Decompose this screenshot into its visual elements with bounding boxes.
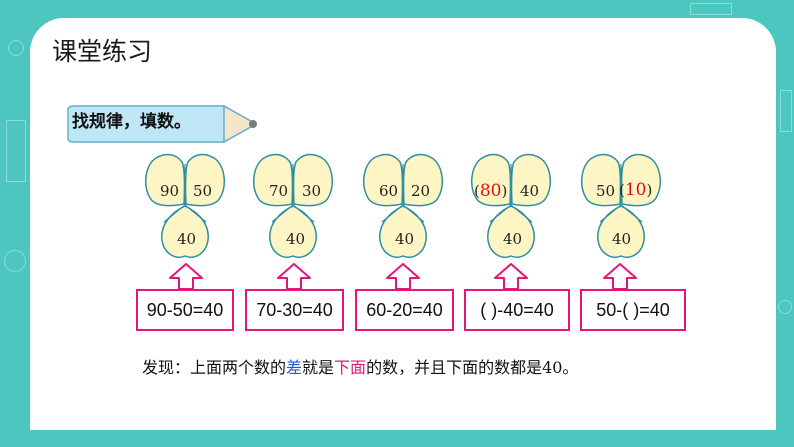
up-arrow-icon [494, 263, 528, 290]
up-arrow-icon [386, 263, 420, 290]
up-arrow-icon [603, 263, 637, 290]
bg-decoration [690, 3, 732, 15]
up-arrow-icon [277, 263, 311, 290]
clover-4-right-number: 40 [520, 182, 540, 200]
clover-3-bottom-number: 40 [395, 230, 415, 248]
clover-4-answer-value: 80 [479, 181, 502, 201]
clover-4-bottom-number: 40 [503, 230, 523, 248]
clover-5-left-number: 50 [596, 182, 616, 200]
up-arrow-icon [169, 263, 203, 290]
clover-2-right-number: 30 [302, 182, 322, 200]
clover-1-bottom-number: 40 [177, 230, 197, 248]
pencil-tag [67, 104, 258, 144]
highlight-below: 下面 [334, 358, 367, 377]
clover-5-bottom-number: 40 [612, 230, 632, 248]
equation-box-4: ( )-40=40 [464, 289, 570, 331]
equation-box-3: 60-20=40 [355, 289, 454, 331]
bg-decoration [4, 250, 26, 272]
clover-3-left-number: 60 [379, 182, 399, 200]
clover-4-left-answer: (80) [474, 181, 508, 201]
clover-1-right-number: 50 [193, 182, 213, 200]
clover-3-right-number: 20 [411, 182, 431, 200]
bg-decoration [6, 120, 26, 182]
page-title: 课堂练习 [52, 37, 153, 66]
bg-decoration [780, 90, 792, 132]
clover-2-left-number: 70 [269, 182, 289, 200]
bg-decoration [8, 40, 24, 56]
instruction-text: 找规律，填数。 [72, 112, 191, 132]
equation-box-1: 90-50=40 [136, 289, 234, 331]
equation-box-5: 50-( )=40 [580, 289, 686, 331]
clover-5-answer-value: 10 [624, 180, 647, 200]
equation-box-2: 70-30=40 [245, 289, 344, 331]
bg-decoration [778, 300, 792, 314]
clover-5-right-answer: (10) [619, 180, 653, 200]
highlight-difference: 差 [286, 358, 303, 377]
finding-text: 发现：上面两个数的差就是下面的数，并且下面的数都是40。 [142, 358, 579, 377]
clover-1-left-number: 90 [160, 182, 180, 200]
clover-2-bottom-number: 40 [286, 230, 306, 248]
